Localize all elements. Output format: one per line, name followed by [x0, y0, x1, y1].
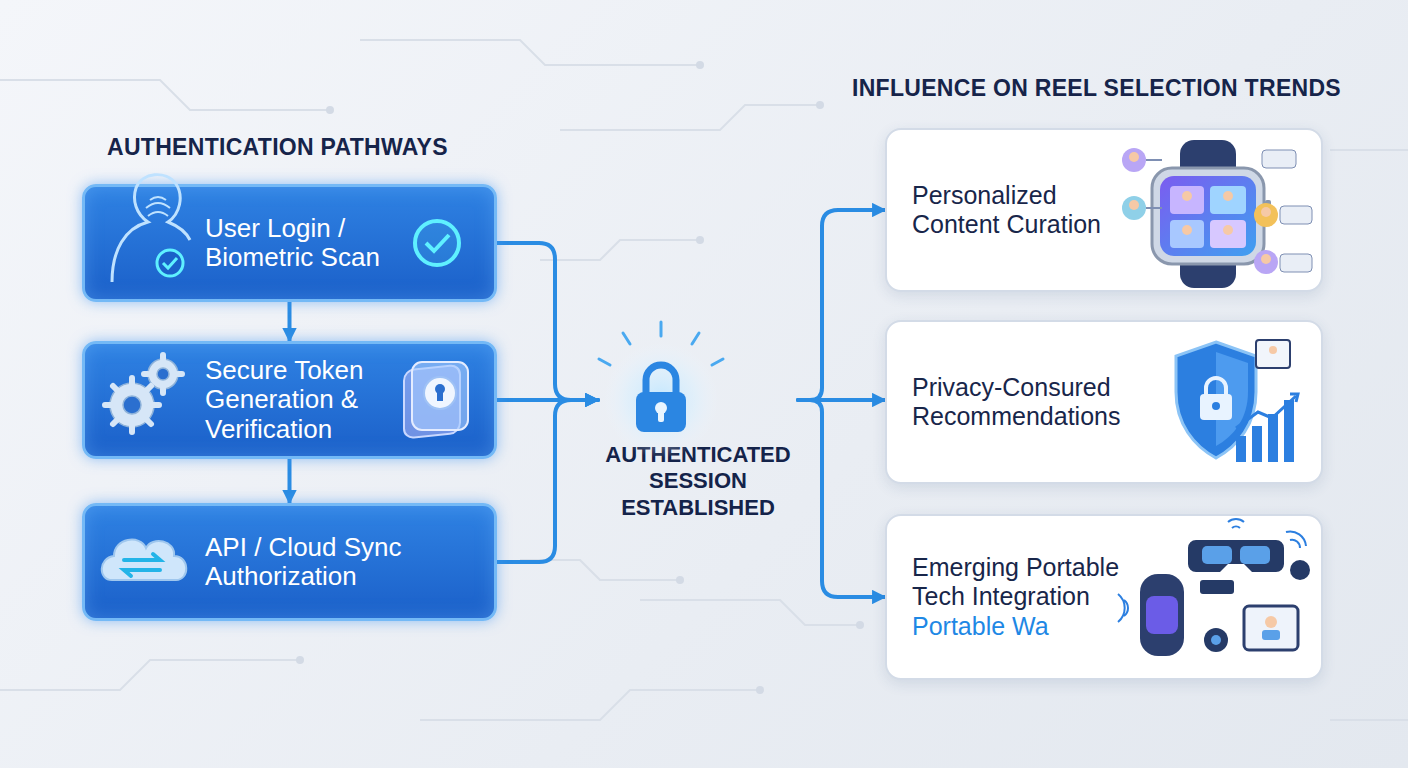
- circuit-background: [640, 600, 860, 625]
- process-box: Secure Token Generation & Verification: [82, 341, 497, 459]
- section-heading: AUTHENTICATION PATHWAYS: [107, 134, 448, 161]
- node-sublabel: Portable Wa: [912, 611, 1142, 641]
- outcome-card: Emerging Portable Tech IntegrationPortab…: [885, 514, 1323, 680]
- circuit-background: [696, 236, 704, 244]
- lock-icon: [658, 410, 664, 422]
- circuit-background: [676, 576, 684, 584]
- circuit-background: [816, 101, 824, 109]
- lock-icon: [646, 365, 676, 394]
- circuit-background: [1330, 719, 1408, 721]
- circuit-background: [326, 106, 334, 114]
- node-label: Secure Token Generation & Verification: [205, 356, 420, 444]
- circuit-background: [560, 105, 820, 130]
- circuit-background: [756, 686, 764, 694]
- node-label: AUTHENTICATED SESSION ESTABLISHED: [598, 442, 798, 521]
- lock-icon: [636, 392, 686, 432]
- section-heading: INFLUENCE ON REEL SELECTION TRENDS: [852, 75, 1341, 102]
- process-box: API / Cloud Sync Authorization: [82, 503, 497, 621]
- flow-connector: [288, 302, 292, 341]
- circuit-background: [520, 560, 680, 580]
- lock-icon: [655, 402, 667, 414]
- node-label: User Login / Biometric Scan: [205, 214, 420, 273]
- session-lock-node: AUTHENTICATED SESSION ESTABLISHED: [598, 340, 798, 525]
- circuit-background: [360, 40, 700, 65]
- circuit-background: [0, 40, 1408, 720]
- circuit-background: [0, 80, 330, 110]
- circuit-background: [0, 660, 300, 690]
- node-label: Emerging Portable Tech Integration: [912, 553, 1142, 611]
- flow-connector: [497, 398, 598, 402]
- outcome-card: Personalized Content Curation: [885, 128, 1323, 292]
- circuit-background: [856, 621, 864, 629]
- circuit-background: [1330, 149, 1408, 151]
- circuit-background: [540, 240, 700, 260]
- lock-icon: [603, 342, 719, 458]
- lock-icon: [599, 322, 723, 365]
- node-label: Privacy-Consured Recommendations: [912, 373, 1142, 431]
- outcome-card: Privacy-Consured Recommendations: [885, 320, 1323, 484]
- node-label: API / Cloud Sync Authorization: [205, 533, 420, 592]
- circuit-background: [420, 690, 760, 720]
- lock-icon: [599, 322, 723, 458]
- flow-connector: [497, 400, 598, 562]
- node-label: Personalized Content Curation: [912, 181, 1142, 239]
- circuit-background: [296, 656, 304, 664]
- flow-connector: [798, 398, 885, 402]
- circuit-background: [696, 61, 704, 69]
- flow-connector: [288, 459, 292, 503]
- flow-connector: [798, 210, 885, 400]
- flow-connector: [798, 400, 885, 597]
- process-box: User Login / Biometric Scan: [82, 184, 497, 302]
- flow-connector: [497, 243, 598, 400]
